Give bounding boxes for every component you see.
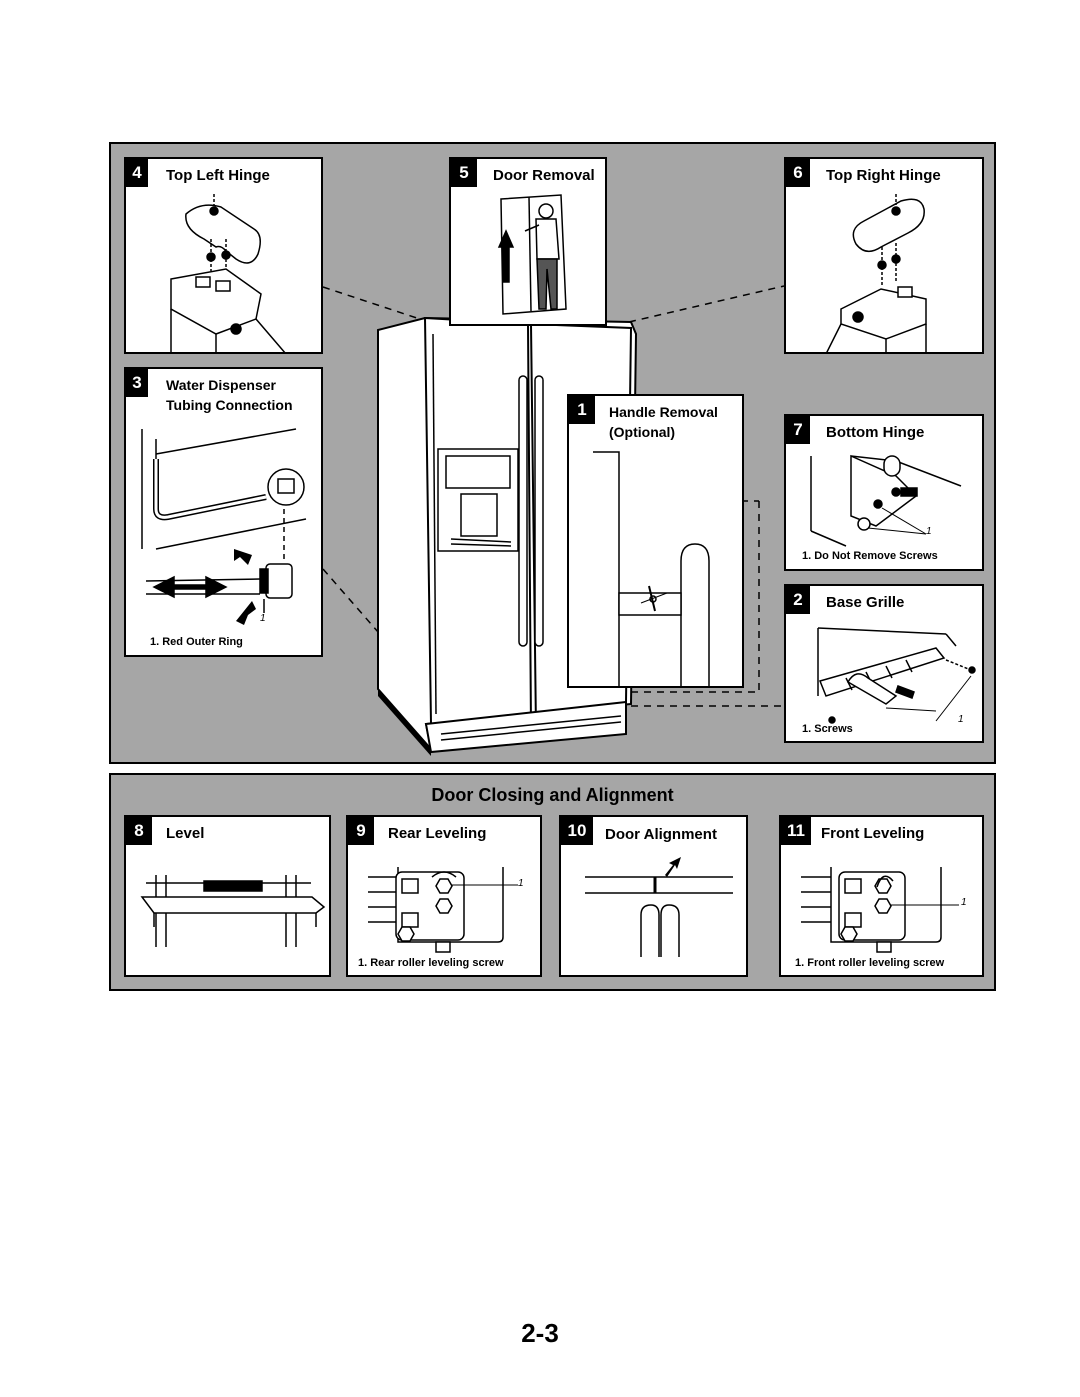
panel-title: Bottom Hinge (826, 424, 925, 441)
door-alignment-panel: 10 Door Alignment (559, 815, 748, 977)
callout-number: 1 (926, 526, 932, 537)
callout-number: 1 (518, 878, 524, 889)
door-closing-section: Door Closing and Alignment 8 Level 9 Rea… (109, 773, 996, 991)
panel-caption: 1. Red Outer Ring (150, 636, 243, 648)
page-number: 2-3 (521, 1318, 559, 1348)
water-dispenser-panel: 3 Water Dispenser Tubing Connection (124, 367, 323, 657)
door-alignment-illustration (585, 857, 733, 957)
step-number-badge: 10 (561, 817, 593, 845)
panel-title-line2: (Optional) (609, 424, 676, 440)
panel-title: Door Alignment (605, 826, 717, 843)
panel-caption: 1. Do Not Remove Screws (802, 550, 938, 562)
step-number-badge: 4 (126, 159, 148, 187)
disassembly-section: 4 Top Left Hinge 5 Door Removal (109, 142, 996, 764)
rear-leveling-panel: 9 Rear Leveling 1 1. Rear roller level (346, 815, 542, 977)
panel-title: Top Left Hinge (166, 167, 270, 184)
rear-leveling-illustration (368, 867, 518, 953)
level-illustration (140, 875, 326, 947)
callout-number: 1 (958, 714, 964, 725)
bottom-hinge-illustration (810, 454, 962, 547)
callout-number: 1 (961, 897, 967, 908)
top-right-hinge-panel: 6 Top Right Hinge (784, 157, 984, 354)
callout-number: 1 (260, 613, 266, 624)
panel-title: Level (166, 825, 205, 842)
handle-removal-illustration (593, 451, 710, 686)
door-removal-illustration (497, 194, 567, 315)
panel-title-line1: Water Dispenser (166, 377, 276, 393)
panel-title: Front Leveling (821, 825, 925, 842)
base-grille-illustration (817, 627, 976, 724)
step-number-badge: 3 (126, 369, 148, 397)
step-number-badge: 1 (569, 396, 595, 424)
front-leveling-panel: 11 Front Leveling 1 1. Front roller le (779, 815, 984, 977)
step-number-badge: 8 (126, 817, 152, 845)
panel-caption: 1. Rear roller leveling screw (358, 957, 504, 969)
step-number-badge: 7 (786, 416, 810, 444)
panel-title: Top Right Hinge (826, 167, 941, 184)
step-number-badge: 11 (781, 817, 811, 845)
top-left-hinge-panel: 4 Top Left Hinge (124, 157, 323, 354)
panel-title-line1: Handle Removal (609, 404, 718, 420)
panel-title-line2: Tubing Connection (166, 397, 293, 413)
handle-removal-panel: 1 Handle Removal (Optional) (567, 394, 744, 688)
door-removal-panel: 5 Door Removal (449, 157, 607, 326)
step-number-badge: 6 (786, 159, 810, 187)
step-number-badge: 2 (786, 586, 810, 614)
top-left-hinge-illustration (170, 194, 286, 352)
top-right-hinge-illustration (826, 194, 927, 352)
level-panel: 8 Level (124, 815, 331, 977)
panel-title: Rear Leveling (388, 825, 487, 842)
panel-title: Door Removal (493, 167, 595, 184)
water-tubing-illustration (141, 428, 307, 625)
front-leveling-illustration (801, 867, 959, 953)
step-number-badge: 9 (348, 817, 374, 845)
panel-caption: 1. Front roller leveling screw (795, 957, 945, 969)
bottom-hinge-panel: 7 Bottom Hinge 1 1. Do Not Remove Screws (784, 414, 984, 571)
step-number-badge: 5 (451, 159, 477, 187)
panel-title: Base Grille (826, 594, 905, 611)
panel-caption: 1. Screws (802, 723, 853, 735)
section-title: Door Closing and Alignment (431, 785, 674, 805)
base-grille-panel: 2 Base Grille 1 1. Screws (784, 584, 984, 743)
